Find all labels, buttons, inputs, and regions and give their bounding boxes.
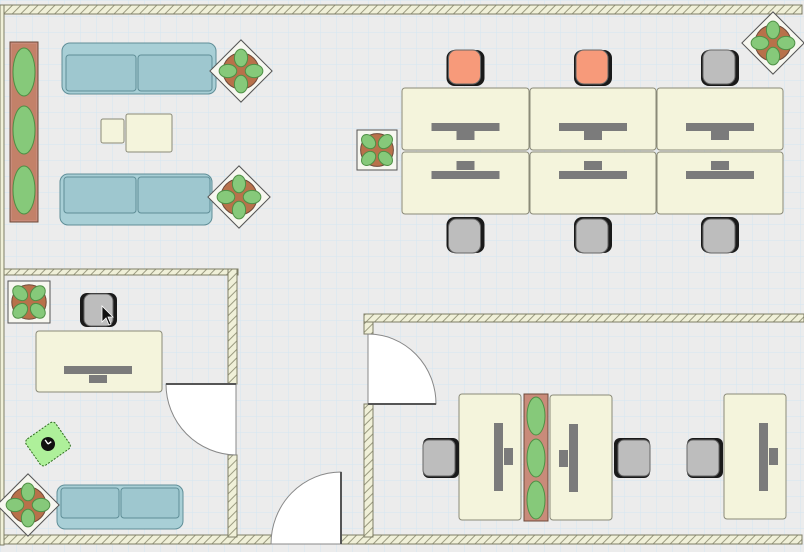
desk-chair[interactable] (701, 217, 739, 254)
door-entrance[interactable] (270, 471, 342, 545)
monitor (494, 423, 503, 491)
monitor (431, 123, 500, 131)
desk[interactable] (529, 87, 657, 151)
monitor (569, 424, 578, 492)
potted-plant-icon (526, 480, 546, 520)
planter-box-meeting[interactable] (523, 393, 549, 522)
monitor (759, 423, 768, 491)
desk[interactable] (656, 151, 784, 215)
keyboard (89, 375, 107, 383)
desk-chair[interactable] (446, 217, 485, 254)
keyboard (456, 131, 475, 140)
wall-left (0, 4, 5, 546)
keyboard (769, 448, 778, 465)
keyboard (584, 161, 602, 170)
workstations (401, 49, 784, 254)
desk[interactable] (656, 87, 784, 151)
desk-chair[interactable] (574, 217, 612, 254)
sofa-office[interactable] (56, 484, 184, 530)
monitor (64, 366, 132, 374)
door-swing-icon (367, 333, 437, 405)
keyboard (559, 450, 568, 467)
keyboard (456, 161, 475, 170)
meeting-chair-3[interactable] (686, 438, 723, 478)
desk-chair[interactable] (446, 49, 485, 86)
desk[interactable] (401, 87, 530, 151)
potted-plant-icon[interactable] (356, 129, 398, 171)
wall-office-right-upper (227, 268, 238, 385)
side-table[interactable] (100, 118, 125, 144)
wall-office-top (3, 268, 239, 276)
desk-chair[interactable] (701, 49, 739, 86)
meeting-table-2[interactable] (549, 394, 613, 521)
keyboard (504, 448, 513, 465)
wall-room-top (363, 313, 804, 323)
sofa-top[interactable] (61, 42, 217, 95)
desk[interactable] (401, 151, 530, 215)
meeting-chair-2[interactable] (614, 438, 651, 478)
potted-plant-icon (526, 396, 546, 436)
keyboard (711, 161, 729, 170)
monitor (559, 171, 627, 179)
meeting-chair-1[interactable] (422, 438, 459, 478)
potted-plant-icon[interactable] (207, 165, 271, 229)
planter-box-left[interactable] (9, 41, 39, 223)
monitor (559, 123, 627, 131)
potted-plant-icon[interactable] (209, 39, 273, 103)
potted-plant-icon[interactable] (741, 11, 804, 75)
potted-plant-icon (526, 438, 546, 478)
mouse-cursor-icon (101, 305, 114, 326)
door-swing-icon (270, 471, 342, 545)
desk[interactable] (529, 151, 657, 215)
monitor (686, 123, 754, 131)
keyboard (711, 131, 729, 140)
monitor (686, 171, 754, 179)
keyboard (584, 131, 602, 140)
wall-bottom (1, 534, 803, 545)
wall-top (1, 4, 803, 15)
potted-plant-icon[interactable] (7, 280, 51, 324)
meeting-table-3[interactable] (723, 393, 787, 520)
wall-office-right-lower (227, 454, 238, 538)
door-meeting-room[interactable] (367, 333, 437, 405)
door-office[interactable] (165, 383, 237, 456)
coffee-table[interactable] (125, 113, 173, 153)
office-chair[interactable] (80, 293, 117, 327)
potted-plant-icon (12, 165, 36, 215)
sofa-bottom[interactable] (59, 173, 213, 226)
wall-clock[interactable] (24, 421, 72, 468)
potted-plant-icon (12, 105, 36, 155)
potted-plant-icon[interactable] (0, 473, 60, 537)
meeting-table-1[interactable] (458, 393, 522, 521)
potted-plant-icon (12, 47, 36, 97)
wall-room-left-lower (363, 403, 374, 538)
office-desk[interactable] (35, 330, 163, 393)
monitor (431, 171, 500, 179)
desk-chair[interactable] (574, 49, 612, 86)
plants (0, 11, 804, 537)
door-swing-icon (165, 383, 237, 456)
